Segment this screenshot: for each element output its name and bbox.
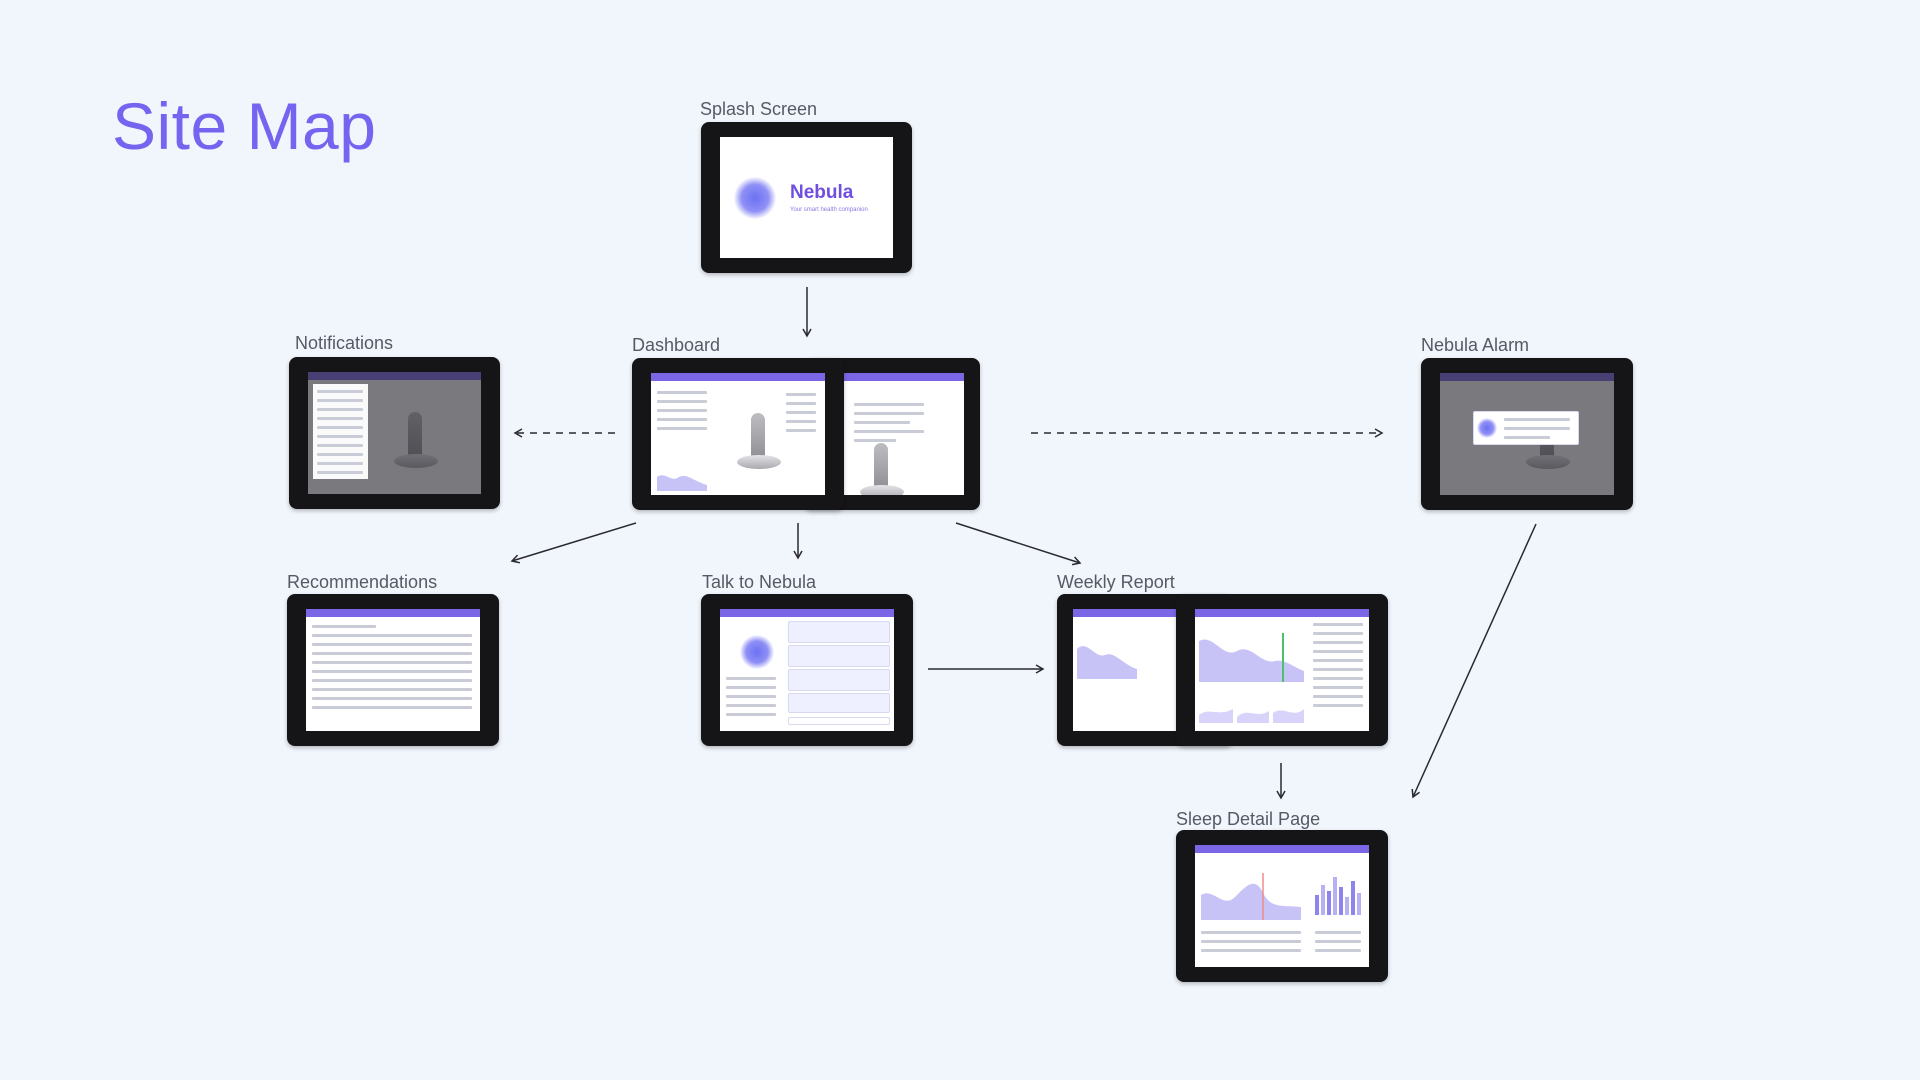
splash-tagline: Your smart health companion (790, 207, 868, 213)
node-label-dashboard: Dashboard (632, 335, 721, 355)
splash-screen: Nebula Your smart health companion (720, 137, 893, 258)
dashboard-tablet-front[interactable] (632, 358, 844, 510)
recommendations-screen (306, 609, 480, 731)
node-label-recommendations: Recommendations (287, 572, 438, 592)
app-bar (820, 373, 964, 381)
weekly-report-screen (1195, 609, 1369, 731)
notifications-screen (308, 372, 481, 494)
weekly-summary-text (1313, 623, 1363, 713)
dashboard-screen-back (820, 373, 964, 495)
sleep-side-text (1315, 931, 1361, 958)
app-bar (720, 609, 894, 617)
chat-bubble (788, 645, 890, 667)
dashboard-mini-chart (657, 475, 707, 491)
node-label-weekly: Weekly Report (1057, 572, 1175, 592)
sleep-detail-tablet[interactable] (1176, 830, 1388, 982)
pedestal-icon (860, 485, 904, 495)
node-label-nebula-alarm: Nebula Alarm (1421, 335, 1530, 355)
chat-bubble (788, 693, 890, 713)
node-label-notifications: Notifications (295, 333, 394, 353)
talk-tablet[interactable] (701, 594, 913, 746)
edge-dashboard-weekly (955, 522, 1082, 566)
body-model-icon (751, 413, 765, 461)
alarm-dialog (1473, 411, 1579, 445)
nebula-alarm-screen (1440, 373, 1614, 495)
dashboard-list (657, 391, 707, 436)
sleep-detail-screen (1195, 845, 1369, 967)
notifications-panel (313, 384, 368, 479)
chat-input (788, 717, 890, 725)
notifications-tablet[interactable] (289, 357, 500, 509)
node-label-talk: Talk to Nebula (702, 572, 817, 592)
nebula-orb-icon (734, 177, 776, 219)
talk-screen (720, 609, 894, 731)
app-bar (651, 373, 825, 381)
sleep-text (1201, 931, 1301, 958)
sleep-chart (1201, 873, 1301, 920)
node-label-splash: Splash Screen (700, 99, 818, 119)
chat-bubble (788, 669, 890, 691)
node-label-sleep: Sleep Detail Page (1176, 809, 1321, 829)
body-model-icon (874, 443, 888, 491)
pedestal-icon (737, 455, 781, 469)
app-bar (1073, 609, 1217, 617)
app-bar (306, 609, 480, 617)
weekly-mini-chart (1077, 646, 1137, 679)
page-title: Site Map (112, 89, 377, 163)
recommendations-list (312, 625, 472, 715)
nebula-orb-icon (1477, 418, 1497, 438)
weekly-chart (1199, 633, 1304, 682)
weekly-report-tablet-front[interactable] (1176, 594, 1388, 746)
weekly-small-charts (1199, 709, 1304, 723)
nebula-alarm-tablet[interactable] (1421, 358, 1633, 510)
app-bar (1195, 609, 1369, 617)
dashboard-screen (651, 373, 825, 495)
talk-side-list (726, 677, 776, 722)
splash-screen-tablet[interactable]: Nebula Your smart health companion (701, 122, 912, 273)
splash-brand: Nebula (790, 182, 854, 203)
sleep-bar-chart (1315, 877, 1361, 915)
edge-alarm-sleep (1411, 523, 1537, 799)
recommendations-tablet[interactable] (287, 594, 499, 746)
dashboard-text-block (854, 403, 924, 448)
nebula-orb-icon (740, 635, 774, 669)
dashboard-callouts (786, 393, 816, 438)
edge-dashboard-recommendations (510, 522, 637, 564)
app-bar (1195, 845, 1369, 853)
chat-bubble (788, 621, 890, 643)
